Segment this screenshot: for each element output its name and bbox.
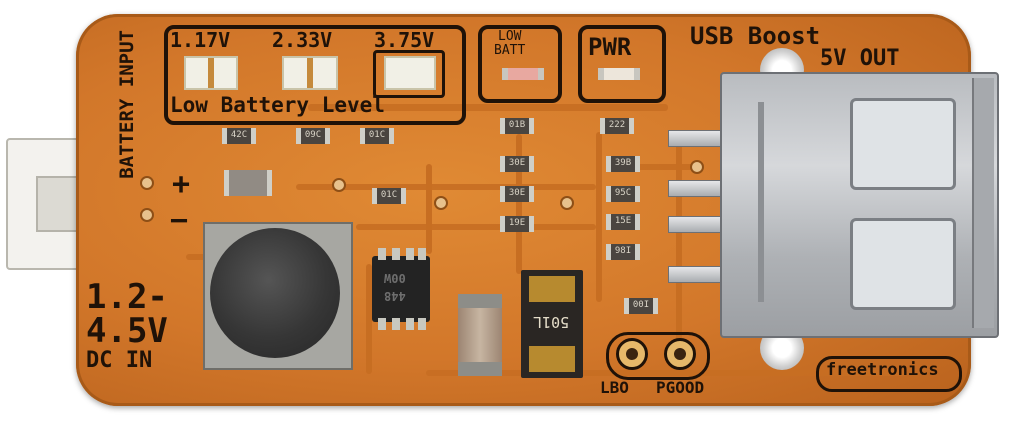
voltage-range-line2: 4.5V [86,311,168,351]
low-battery-level-label: Low Battery Level [170,93,385,117]
resistor-15e: 15E [606,214,640,230]
solder-jumper-2 [282,56,338,90]
ic-marking-line1: 00W [384,271,406,285]
resistor-98i: 98I [606,244,640,260]
pgood-label: PGOOD [656,378,705,397]
resistor-01c-mid: 01C [372,188,406,204]
plus-marking: + [172,167,191,202]
inductor [210,228,340,358]
usb-pin-1 [668,130,728,147]
usb-pin-3 [668,216,728,233]
threshold-2-33v: 2.33V [272,28,333,52]
boost-converter-ic: 00W 448 [372,248,430,330]
threshold-3-75v: 3.75V [374,28,435,52]
low-batt-led [502,68,544,80]
input-capacitor [224,170,272,196]
battery-input-label: BATTERY INPUT [116,30,138,179]
lbo-pad [616,338,648,370]
resistor-00i: 00I [624,298,658,314]
voltage-range-line1: 1.2- [86,277,168,317]
resistor-09c: 09C [296,128,330,144]
usb-a-socket [720,72,999,338]
resistor-01b: 01B [500,118,534,134]
resistor-39b: 39B [606,156,640,172]
low-batt-line2: BATT [494,43,526,58]
pwr-label: PWR [588,33,632,61]
resistor-19e: 19E [500,216,534,232]
brand-logo-text: freetronics [826,360,939,380]
resistor-30e-2: 30E [500,186,534,202]
usb-pin-4 [668,266,728,283]
lbo-label: LBO [600,378,629,397]
resistor-42c: 42C [222,128,256,144]
solder-jumper-3 [384,56,436,90]
5v-out-label: 5V OUT [820,46,900,71]
battery-threshold-box [164,25,466,125]
low-batt-box [478,25,562,103]
diode-marking: 501L [533,313,570,331]
low-batt-line1: LOW [498,29,522,44]
ic-marking-line2: 448 [384,289,406,303]
pgood-pad [664,338,696,370]
freetronics-logo [816,356,962,392]
threshold-1-17v: 1.17V [170,28,231,52]
pwr-box [578,25,666,103]
schottky-diode: 501L [521,270,583,378]
resistor-222: 222 [600,118,634,134]
dc-in-label: DC IN [86,348,153,373]
resistor-30e-1: 30E [500,156,534,172]
usb-boost-label: USB Boost [690,22,821,50]
pwr-led [598,68,640,80]
resistor-01c-top: 01C [360,128,394,144]
resistor-95c: 95C [606,186,640,202]
output-capacitor [458,294,502,376]
solder-jumper-1 [184,56,238,90]
usb-pin-2 [668,180,728,197]
minus-marking: − [170,203,189,238]
